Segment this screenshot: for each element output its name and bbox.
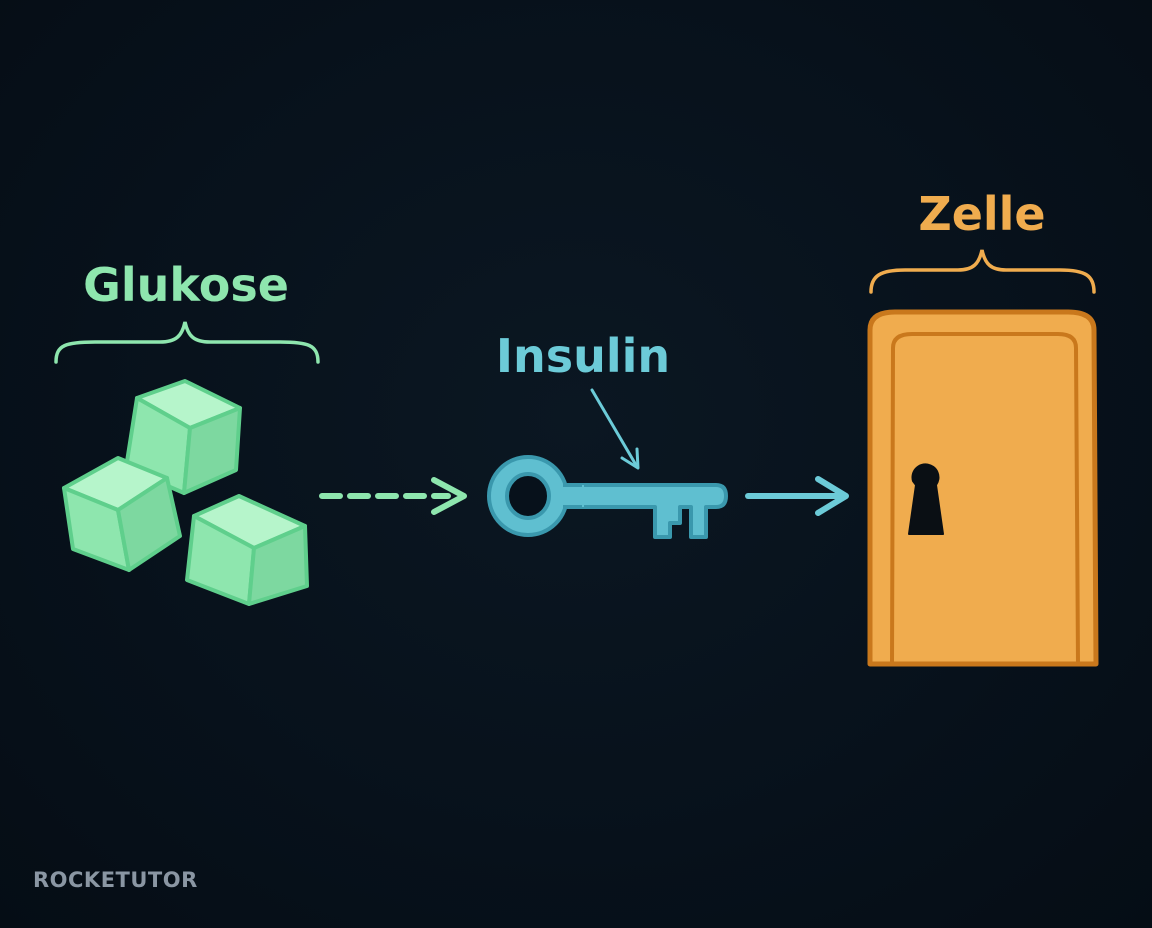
insulin-label: Insulin — [496, 329, 670, 383]
door-icon — [867, 309, 1099, 667]
keyhole-icon — [908, 463, 944, 535]
cell-brace — [869, 249, 1096, 294]
watermark-logo: ROCKETUTOR — [33, 868, 198, 892]
pointer-arrow-icon — [590, 388, 640, 470]
key-icon — [487, 455, 728, 539]
glucose-label: Glukose — [83, 258, 289, 312]
sugar-cube-icon — [62, 456, 182, 572]
dashed-arrow-icon — [319, 477, 467, 515]
glucose-brace — [54, 321, 320, 364]
cell-label: Zelle — [918, 187, 1045, 241]
arrow-right-icon — [745, 476, 849, 516]
sugar-cube-icon — [185, 494, 309, 606]
